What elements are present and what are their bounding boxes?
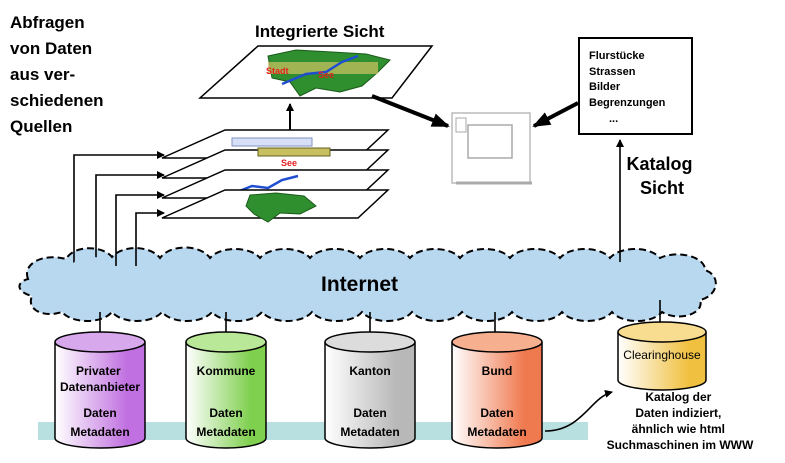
db-kommune-data: Daten (209, 406, 242, 420)
db-privater-meta: Metadaten (70, 425, 129, 439)
db-clearinghouse: Clearinghouse (617, 321, 707, 391)
catalog-items: Flurstücke Strassen Bilder Begrenzungen … (589, 50, 668, 125)
db-kanton: Kanton Daten Metadaten (324, 331, 416, 449)
integrated-view-map: Stadt See (198, 45, 434, 99)
db-name-line: Datenanbieter (60, 380, 140, 394)
integrated-view-title: Integrierte Sicht (255, 22, 385, 41)
catalog-view-line: Katalog (626, 154, 692, 174)
map-label-see: See (318, 70, 334, 80)
db-kanton-data: Daten (353, 406, 386, 420)
map-label-stadt: Stadt (266, 66, 289, 76)
clearinghouse-note-line: Daten indiziert, (635, 406, 721, 420)
metadata-band (38, 422, 588, 440)
db-kanton-meta: Metadaten (340, 425, 399, 439)
headline-line: schiedenen (10, 91, 104, 110)
headline-line: Abfragen (10, 13, 85, 32)
db-bund: Bund Daten Metadaten (451, 331, 543, 449)
clearinghouse-label: Clearinghouse (623, 348, 701, 362)
catalog-view-line: Sicht (640, 178, 684, 198)
db-kanton-name: Kanton (349, 364, 390, 378)
clearinghouse-note-line: Suchmaschinen im WWW (607, 438, 754, 452)
db-privater-data: Daten (83, 406, 116, 420)
internet-cloud-fill (38, 257, 706, 308)
monitor-icon (451, 112, 532, 185)
headline: Abfragen von Daten aus ver- schiedenen Q… (10, 13, 108, 136)
db-privater: Privater Datenanbieter Daten Metadaten (54, 331, 146, 449)
catalog-box: Flurstücke Strassen Bilder Begrenzungen … (578, 37, 693, 135)
internet-label: Internet (321, 273, 398, 296)
headline-line: von Daten (10, 39, 92, 58)
catalog-item: Flurstücke (589, 50, 645, 62)
layer-label-see: See (281, 158, 297, 168)
db-kommune-meta: Metadaten (196, 425, 255, 439)
source-arrows (73, 151, 165, 300)
arrow-catalog-to-monitor (532, 101, 579, 128)
db-bund-meta: Metadaten (467, 425, 526, 439)
db-kommune-name: Kommune (197, 364, 256, 378)
headline-line: Quellen (10, 117, 72, 136)
db-kommune: Kommune Daten Metadaten (185, 331, 267, 449)
catalog-view-label: Katalog Sicht (626, 154, 697, 198)
layer-boundary (161, 189, 390, 223)
clearinghouse-note: Katalog der Daten indiziert, ähnlich wie… (607, 390, 754, 452)
clearinghouse-note-line: ähnlich wie html (632, 422, 725, 436)
catalog-item: Strassen (589, 66, 636, 78)
catalog-item: Bilder (589, 81, 621, 93)
catalog-item: ... (609, 113, 618, 125)
db-bund-data: Daten (480, 406, 513, 420)
db-bund-name: Bund (482, 364, 513, 378)
arrow-integrated-to-monitor (371, 94, 450, 128)
db-privater-name: Privater Datenanbieter (60, 364, 140, 394)
headline-line: aus ver- (10, 65, 75, 84)
clearinghouse-note-line: Katalog der (645, 390, 711, 404)
db-name-line: Privater (76, 364, 121, 378)
arrow-metadata-to-clearinghouse (544, 389, 613, 432)
catalog-item: Begrenzungen (589, 97, 666, 109)
layer-stack: See (161, 129, 390, 223)
